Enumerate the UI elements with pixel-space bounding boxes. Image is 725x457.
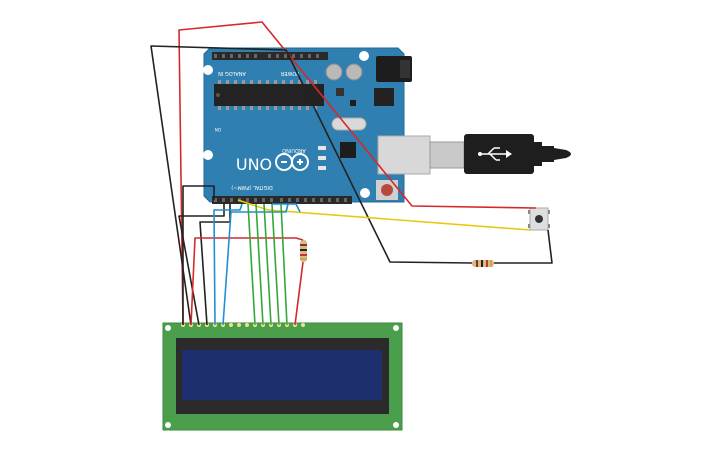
wire-blue-jumper[interactable] — [272, 203, 301, 213]
regulator — [336, 88, 344, 96]
wire-black-lcd-gnd[interactable] — [182, 185, 215, 325]
wire-green-d5[interactable] — [255, 203, 264, 326]
arduino-brand-label: ARDUINO — [282, 147, 306, 153]
usb-b-cable[interactable] — [377, 134, 571, 175]
wire-blue-enable[interactable] — [222, 203, 289, 326]
wire-black-lcd-rw[interactable] — [178, 202, 225, 326]
usb-port — [377, 135, 431, 175]
pushbutton[interactable] — [528, 207, 550, 231]
wire-black-button[interactable] — [494, 229, 553, 264]
reset-button[interactable] — [381, 184, 393, 196]
mount-hole — [203, 65, 213, 75]
led-indicator — [318, 156, 326, 160]
wire-black-gnd[interactable] — [150, 45, 473, 326]
capacitor — [325, 63, 343, 81]
digital-pwm-label: DIGITAL (PWM~) — [231, 184, 273, 190]
resistor-button[interactable] — [472, 260, 494, 267]
wire-green-d4[interactable] — [247, 203, 256, 326]
wire-blue-rs[interactable] — [213, 203, 243, 326]
wire-green-d7[interactable] — [271, 203, 280, 326]
resistor-lcd[interactable] — [300, 240, 307, 262]
arduino-uno-board[interactable]: ANALOG IN POWER — [203, 47, 412, 204]
wire-red-resistor[interactable] — [294, 261, 304, 326]
mount-hole — [360, 188, 370, 198]
mount-hole — [203, 150, 213, 160]
lcd-16x2-display[interactable] — [162, 322, 403, 431]
wire-green-d7b[interactable] — [280, 203, 288, 326]
usb-controller-chip — [340, 142, 356, 158]
capacitor — [345, 63, 363, 81]
microcontroller-chip — [214, 84, 324, 106]
wire-yellow-signal[interactable] — [237, 199, 531, 231]
voltage-regulator — [374, 88, 394, 106]
wire-green-d6[interactable] — [263, 203, 272, 326]
on-led-label: ON — [215, 127, 221, 132]
lcd-screen — [182, 350, 382, 400]
wire-black-lcd-vo[interactable] — [199, 204, 231, 326]
power-label: POWER — [280, 70, 299, 76]
led-indicator — [318, 146, 326, 150]
arduino-logo — [275, 153, 309, 171]
usb-symbol-icon — [480, 147, 506, 161]
wire-red-5v[interactable] — [178, 21, 537, 326]
analog-in-label: ANALOG IN — [218, 70, 246, 76]
mount-hole — [359, 51, 369, 61]
crystal-oscillator — [331, 117, 367, 131]
wire-red-backlight[interactable] — [190, 237, 304, 326]
led-indicator — [318, 166, 326, 170]
uno-model-label: UNO — [236, 155, 272, 174]
